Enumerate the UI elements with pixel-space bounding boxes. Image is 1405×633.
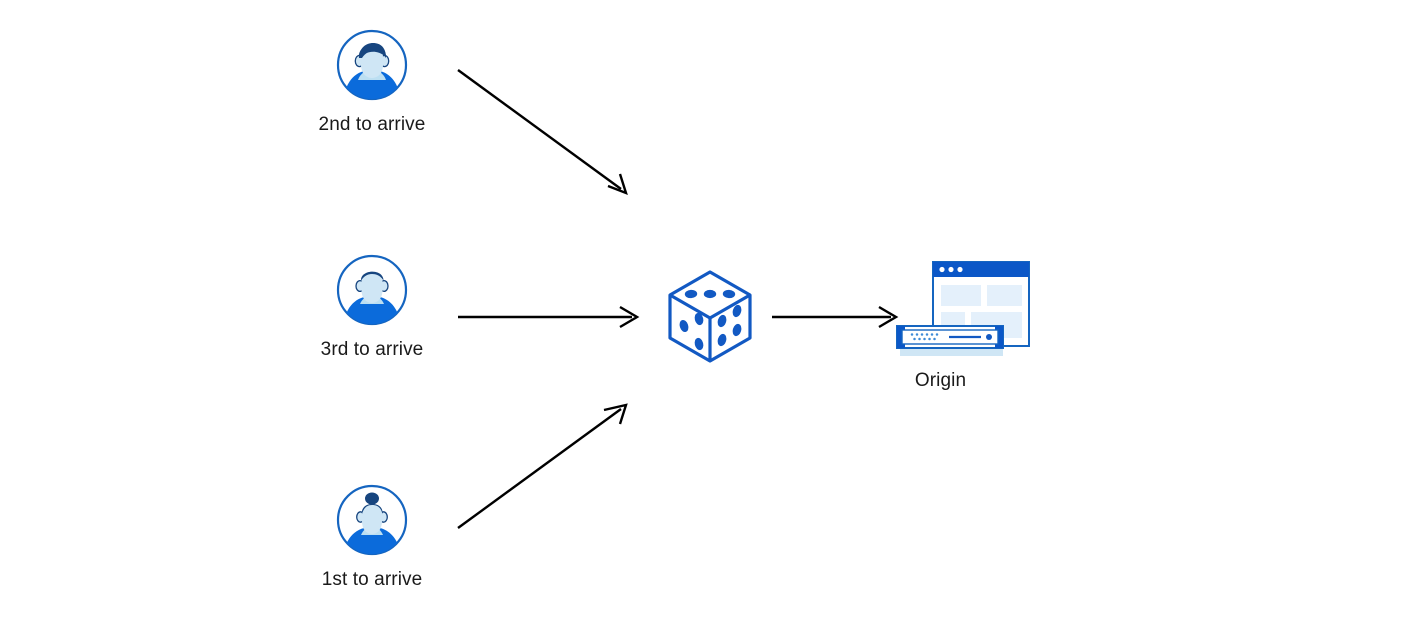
node-randomizer [658,264,768,368]
user-avatar-icon [335,253,409,327]
node-client-3rd: 3rd to arrive [311,253,433,360]
node-label-client-3rd: 3rd to arrive [320,339,424,360]
node-client-1st: 1st to arrive [311,483,433,590]
origin-server-icon [893,258,1038,366]
user-avatar-icon [335,28,409,102]
arrow-dice-to-origin [772,305,899,329]
arrow-3rd-to-dice [458,305,640,329]
dice-icon [658,264,768,368]
node-label-client-1st: 1st to arrive [321,569,423,590]
user-avatar-with-bun-icon [335,483,409,557]
node-client-2nd: 2nd to arrive [311,28,433,135]
server-device-icon [896,325,1004,356]
arrow-2nd-to-dice [457,69,628,196]
arrow-1st-to-dice [457,403,628,529]
node-origin: Origin [893,258,1038,391]
node-label-client-2nd: 2nd to arrive [318,114,426,135]
node-label-origin: Origin [914,370,967,391]
